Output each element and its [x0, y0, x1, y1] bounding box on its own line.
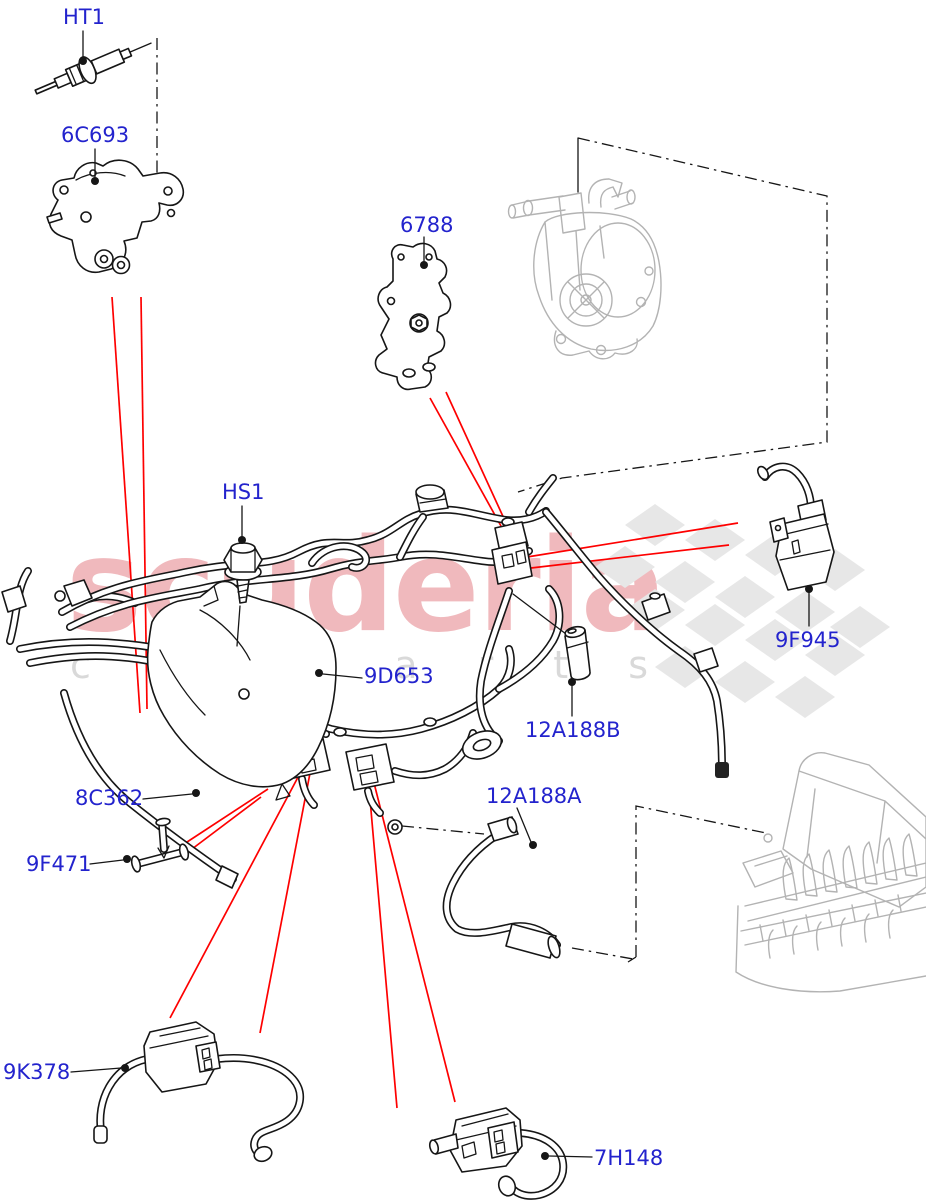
- bolt-hs1-drawing: [223, 542, 263, 647]
- part-label-hs1[interactable]: HS1: [222, 480, 265, 504]
- shield-9d653-drawing: [146, 580, 337, 801]
- part-label-9d653[interactable]: 9D653: [364, 664, 434, 688]
- part-label-9k378[interactable]: 9K378: [3, 1060, 71, 1084]
- air-cleaner-ghost-drawing: [735, 752, 926, 993]
- bracket-6788-drawing: [374, 242, 452, 391]
- harness-connector-c: [491, 517, 533, 585]
- harness-clip: [1, 585, 27, 613]
- checkered-flag-watermark: [595, 504, 890, 718]
- part-label-8c362[interactable]: 8C362: [75, 786, 144, 810]
- solenoid-9k378-drawing: [93, 1021, 300, 1163]
- bracket-6c693-drawing: [46, 159, 185, 275]
- harness-clip: [63, 579, 93, 607]
- glow-plug-drawing: [34, 42, 152, 95]
- valve-12a188b-drawing: [564, 625, 591, 681]
- part-label-ht1[interactable]: HT1: [63, 5, 105, 29]
- vacuum-pump-ghost-drawing: [507, 178, 662, 360]
- label-leader-lines: [70, 30, 813, 1160]
- harness-connector-b: [345, 743, 395, 791]
- solenoid-9f945-drawing: [756, 465, 835, 591]
- part-label-6c693[interactable]: 6C693: [61, 123, 130, 147]
- part-label-12a188b[interactable]: 12A188B: [525, 718, 621, 742]
- solenoid-7h148-drawing: [428, 1107, 563, 1198]
- t-connector-9f471-drawing: [130, 817, 190, 873]
- part-label-7h148[interactable]: 7H148: [594, 1146, 664, 1170]
- part-label-9f471[interactable]: 9F471: [26, 852, 92, 876]
- hose-12a188a-drawing: [447, 816, 563, 959]
- part-label-6788[interactable]: 6788: [400, 213, 454, 237]
- part-label-9f945[interactable]: 9F945: [775, 628, 841, 652]
- part-label-12a188a[interactable]: 12A188A: [486, 784, 582, 808]
- fuel-connector-cap: [415, 484, 449, 513]
